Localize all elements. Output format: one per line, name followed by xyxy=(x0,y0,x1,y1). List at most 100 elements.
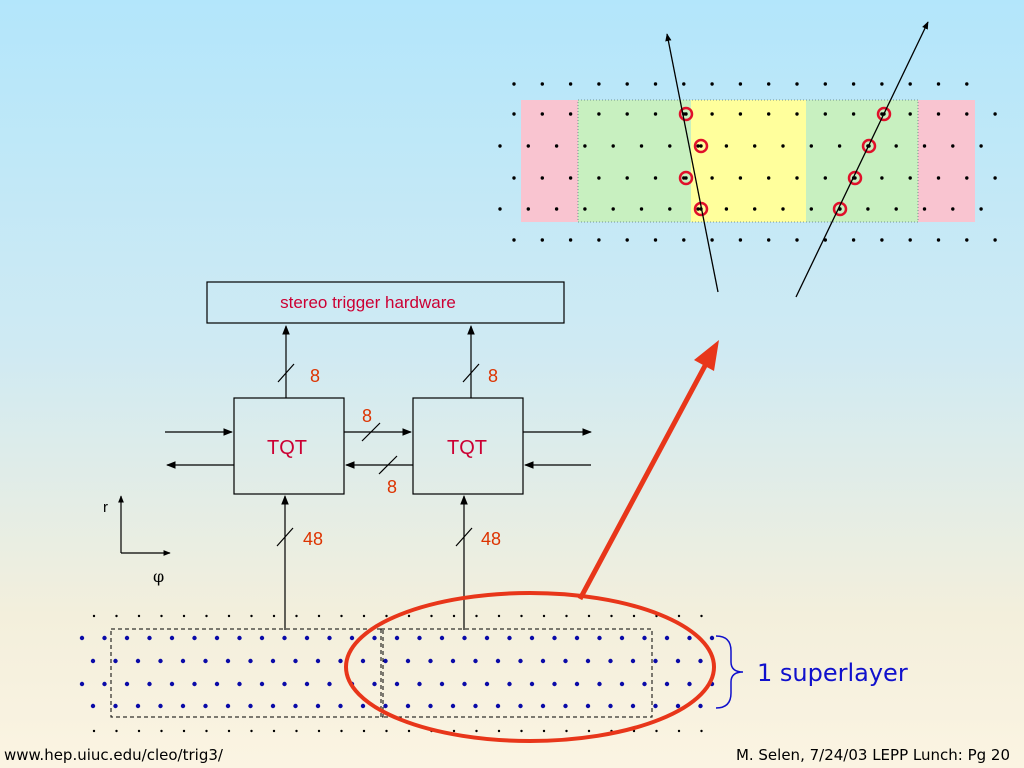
wire-dot xyxy=(113,658,118,664)
zoom-dot xyxy=(710,112,714,116)
zoom-dot xyxy=(738,82,743,86)
zoom-dot xyxy=(823,112,827,116)
zoom-dot xyxy=(498,144,502,148)
wire-dot xyxy=(214,681,220,687)
wire-dot xyxy=(270,658,276,664)
highlight-ellipse xyxy=(344,591,716,743)
zoom-dot xyxy=(908,82,912,86)
sense-dot xyxy=(542,729,546,733)
sense-dot xyxy=(452,729,456,733)
zoom-dot xyxy=(809,207,813,211)
zoom-dot xyxy=(936,112,941,116)
wire-dot xyxy=(597,635,602,641)
zoom-dot xyxy=(512,112,516,116)
zoom-dot xyxy=(979,207,983,211)
wire-dot xyxy=(158,658,163,664)
wire-dot xyxy=(147,635,152,641)
zoom-dot xyxy=(583,144,587,148)
zoom-dot xyxy=(965,112,969,116)
wire-dot xyxy=(180,703,186,709)
sense-dot xyxy=(272,614,276,618)
wire-dot xyxy=(203,703,208,709)
zoom-arrow-head xyxy=(694,340,719,371)
zoom-dot xyxy=(936,238,941,242)
zoom-dot xyxy=(767,238,771,242)
wire-dot xyxy=(169,681,175,687)
coordinate-axes: r φ xyxy=(103,495,171,586)
bus-slash xyxy=(462,363,480,383)
zoom-dot xyxy=(795,112,799,116)
wire-dot xyxy=(315,703,321,709)
hardware-label: stereo trigger hardware xyxy=(280,293,456,312)
wire-dot xyxy=(135,703,141,709)
sense-dot xyxy=(385,729,388,733)
bus-width-in-right: 48 xyxy=(481,529,501,549)
sense-dot xyxy=(227,729,231,733)
zoom-dot xyxy=(993,112,997,116)
hit-wire xyxy=(684,176,688,180)
zoom-dot xyxy=(767,112,771,116)
zoom-arrow xyxy=(577,340,719,601)
track-right xyxy=(795,21,929,298)
bus-width-between-right: 8 xyxy=(362,406,372,426)
footer-credit: M. Selen, 7/24/03 LEPP Lunch: Pg 20 xyxy=(735,746,1010,764)
bus-width-in-left: 48 xyxy=(303,529,323,549)
wire-dot xyxy=(540,658,546,664)
hardware-box xyxy=(206,281,565,324)
sense-dot xyxy=(362,729,366,733)
zoom-dot xyxy=(738,112,743,116)
sense-dot xyxy=(115,729,118,733)
zoom-dot xyxy=(597,82,601,86)
wire-dot xyxy=(518,658,523,664)
zoom-dot xyxy=(993,176,997,180)
wire-dot xyxy=(495,703,501,709)
bus-slash xyxy=(277,363,295,383)
zoom-dot xyxy=(554,144,559,148)
wire-dot xyxy=(405,658,411,664)
wire-dot xyxy=(180,658,186,664)
wire-dot xyxy=(113,703,118,709)
zoom-dot xyxy=(922,207,927,211)
wire-dot xyxy=(360,658,366,664)
bus-width-between-left: 8 xyxy=(387,477,397,497)
wire-dot xyxy=(687,681,692,687)
wire-dot xyxy=(248,703,253,709)
wire-dot xyxy=(484,681,490,687)
wire-dot xyxy=(473,658,478,664)
wire-dot xyxy=(405,703,411,709)
wire-dot xyxy=(102,681,107,687)
wire-dot xyxy=(124,681,130,687)
wire-dot xyxy=(450,658,456,664)
zone-yellow xyxy=(691,100,806,222)
brace-icon xyxy=(715,635,744,709)
wire-dot xyxy=(642,681,647,687)
wire-dot xyxy=(124,635,130,641)
wire-dot xyxy=(237,635,242,641)
wire-dot xyxy=(540,703,546,709)
sense-dot xyxy=(160,729,163,733)
wire-dot xyxy=(608,658,613,664)
zoom-dot-grid xyxy=(498,82,997,242)
wire-dot xyxy=(529,635,535,641)
sense-dot xyxy=(160,614,163,618)
zoom-dot xyxy=(922,144,927,148)
wire-dot xyxy=(360,703,366,709)
wire-dot xyxy=(90,658,96,664)
sense-dot xyxy=(295,614,298,618)
wire-dot xyxy=(102,635,107,641)
wire-dot xyxy=(417,681,422,687)
wire-dot xyxy=(709,635,715,641)
zoom-dot xyxy=(639,207,644,211)
zone-pink-right xyxy=(918,100,975,222)
wire-dot xyxy=(135,658,141,664)
wire-dot xyxy=(462,681,467,687)
sense-dot xyxy=(475,614,478,618)
wire-dot xyxy=(394,635,400,641)
bus-slash xyxy=(455,527,473,547)
bus-width-up-left: 8 xyxy=(310,366,320,386)
zoom-dot xyxy=(936,176,941,180)
zoom-dot xyxy=(753,144,757,148)
axis-r-label: r xyxy=(103,499,108,516)
hit-ring xyxy=(693,138,709,154)
wire-dot xyxy=(214,635,220,641)
